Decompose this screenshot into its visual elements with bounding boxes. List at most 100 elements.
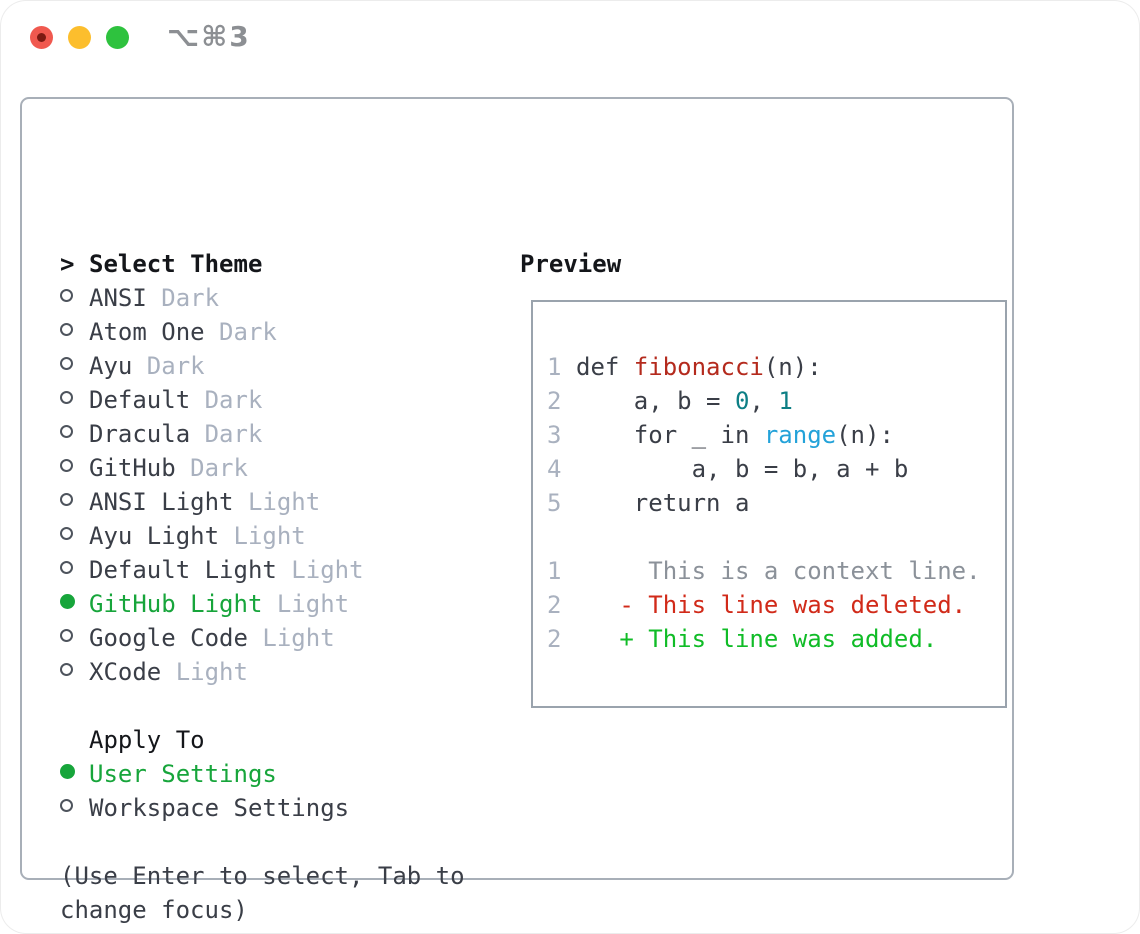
- radio-icon: [60, 316, 89, 350]
- theme-option-label: Atom One: [89, 318, 220, 346]
- code-token: (n):: [836, 421, 894, 449]
- theme-option[interactable]: GitHub Light Light: [60, 587, 364, 621]
- radio-icon: [60, 350, 89, 384]
- select-theme-header: > Select Theme: [60, 247, 364, 281]
- theme-option-label: Default Light: [89, 556, 292, 584]
- code-line: 1 def fibonacci(n):: [547, 350, 1005, 384]
- code-token: for _ in: [576, 421, 764, 449]
- theme-option-label: Ayu Light: [89, 522, 234, 550]
- radio-selected-icon: [60, 588, 89, 622]
- preview-title: Preview: [520, 250, 622, 278]
- theme-option[interactable]: Dracula Dark: [60, 417, 364, 451]
- line-number: 1: [547, 557, 562, 585]
- hint-text: (Use Enter to select, Tab to change focu…: [60, 859, 465, 927]
- radio-icon: [60, 520, 89, 554]
- radio-icon: [60, 656, 89, 690]
- hint-line-2: change focus): [60, 896, 248, 924]
- radio-icon: [60, 452, 89, 486]
- theme-option[interactable]: Atom One Dark: [60, 315, 364, 349]
- radio-icon: [60, 486, 89, 520]
- theme-variant-label: Light: [247, 488, 321, 516]
- code-token: a, b = b, a + b: [576, 455, 909, 483]
- theme-option-label: XCode: [89, 658, 176, 686]
- theme-option[interactable]: Google Code Light: [60, 621, 364, 655]
- theme-variant-label: Light: [262, 624, 335, 652]
- theme-option-label: GitHub: [89, 454, 191, 482]
- code-token: + This line was added.: [576, 625, 938, 653]
- theme-option-label: ANSI Light: [89, 488, 248, 516]
- theme-variant-label: Dark: [190, 454, 248, 482]
- code-token: 1: [778, 387, 793, 415]
- apply-to-option[interactable]: Workspace Settings: [60, 791, 349, 825]
- theme-variant-label: Dark: [204, 386, 263, 414]
- line-number: 4: [547, 455, 562, 483]
- radio-icon: [60, 792, 89, 826]
- theme-option[interactable]: Ayu Light Light: [60, 519, 364, 553]
- code-line: 1 This is a context line.: [547, 554, 1005, 588]
- line-number: 2: [547, 625, 562, 653]
- hint-line-1: (Use Enter to select, Tab to: [60, 862, 465, 890]
- theme-variant-label: Light: [233, 522, 306, 550]
- theme-option-label: Google Code: [89, 624, 263, 652]
- theme-option[interactable]: ANSI Dark: [60, 281, 364, 315]
- theme-option[interactable]: ANSI Light Light: [60, 485, 364, 519]
- code-token: return a: [576, 489, 750, 517]
- code-line: 2 - This line was deleted.: [547, 588, 1005, 622]
- radio-icon: [60, 282, 89, 316]
- radio-icon: [60, 622, 89, 656]
- radio-icon: [60, 384, 89, 418]
- theme-variant-label: Dark: [146, 352, 205, 380]
- zoom-button[interactable]: [106, 26, 129, 49]
- code-token: - This line was deleted.: [576, 591, 967, 619]
- line-number: 1: [547, 353, 562, 381]
- theme-variant-label: Dark: [161, 284, 220, 312]
- code-token: This is a context line.: [576, 557, 981, 585]
- code-line: 5 return a: [547, 486, 1005, 520]
- code-token: range: [763, 421, 837, 449]
- close-button[interactable]: [30, 26, 53, 49]
- theme-option[interactable]: Default Light Light: [60, 553, 364, 587]
- line-number: 2: [547, 591, 562, 619]
- code-line: 2 a, b = 0, 1: [547, 384, 1005, 418]
- apply-to-header: Apply To: [89, 726, 205, 754]
- radio-selected-icon: [60, 758, 89, 792]
- minimize-button[interactable]: [68, 26, 91, 49]
- window-title: ⌥⌘3: [167, 20, 251, 53]
- theme-option[interactable]: Ayu Dark: [60, 349, 364, 383]
- theme-option[interactable]: XCode Light: [60, 655, 364, 689]
- theme-option-label: Default: [89, 386, 205, 414]
- cursor-prompt-icon: >: [60, 250, 75, 278]
- line-number: 2: [547, 387, 562, 415]
- code-token: a, b =: [576, 387, 735, 415]
- theme-variant-label: Light: [291, 556, 364, 584]
- theme-variant-label: Light: [175, 658, 248, 686]
- code-token: fibonacci: [633, 353, 764, 381]
- select-theme-header-label: Select Theme: [89, 250, 263, 278]
- code-line: 2 + This line was added.: [547, 622, 1005, 656]
- code-token: def: [576, 353, 634, 381]
- theme-variant-label: Dark: [219, 318, 277, 346]
- theme-option[interactable]: Default Dark: [60, 383, 364, 417]
- radio-icon: [60, 554, 89, 588]
- line-number: 3: [547, 421, 562, 449]
- apply-to-option-label: User Settings: [89, 760, 277, 788]
- code-token: 0: [734, 387, 750, 415]
- radio-icon: [60, 418, 89, 452]
- theme-option[interactable]: GitHub Dark: [60, 451, 364, 485]
- code-token: (n):: [763, 353, 822, 381]
- apply-to-option[interactable]: User Settings: [60, 757, 349, 791]
- theme-variant-label: Light: [276, 590, 350, 618]
- theme-variant-label: Dark: [204, 420, 263, 448]
- line-number: 5: [547, 489, 562, 517]
- code-line: 3 for _ in range(n):: [547, 418, 1005, 452]
- code-line: [547, 520, 1005, 554]
- code-token: ,: [749, 387, 779, 415]
- code-line: 4 a, b = b, a + b: [547, 452, 1005, 486]
- theme-option-label: GitHub Light: [89, 590, 277, 618]
- theme-option-label: Dracula: [89, 420, 205, 448]
- apply-to-option-label: Workspace Settings: [89, 794, 350, 822]
